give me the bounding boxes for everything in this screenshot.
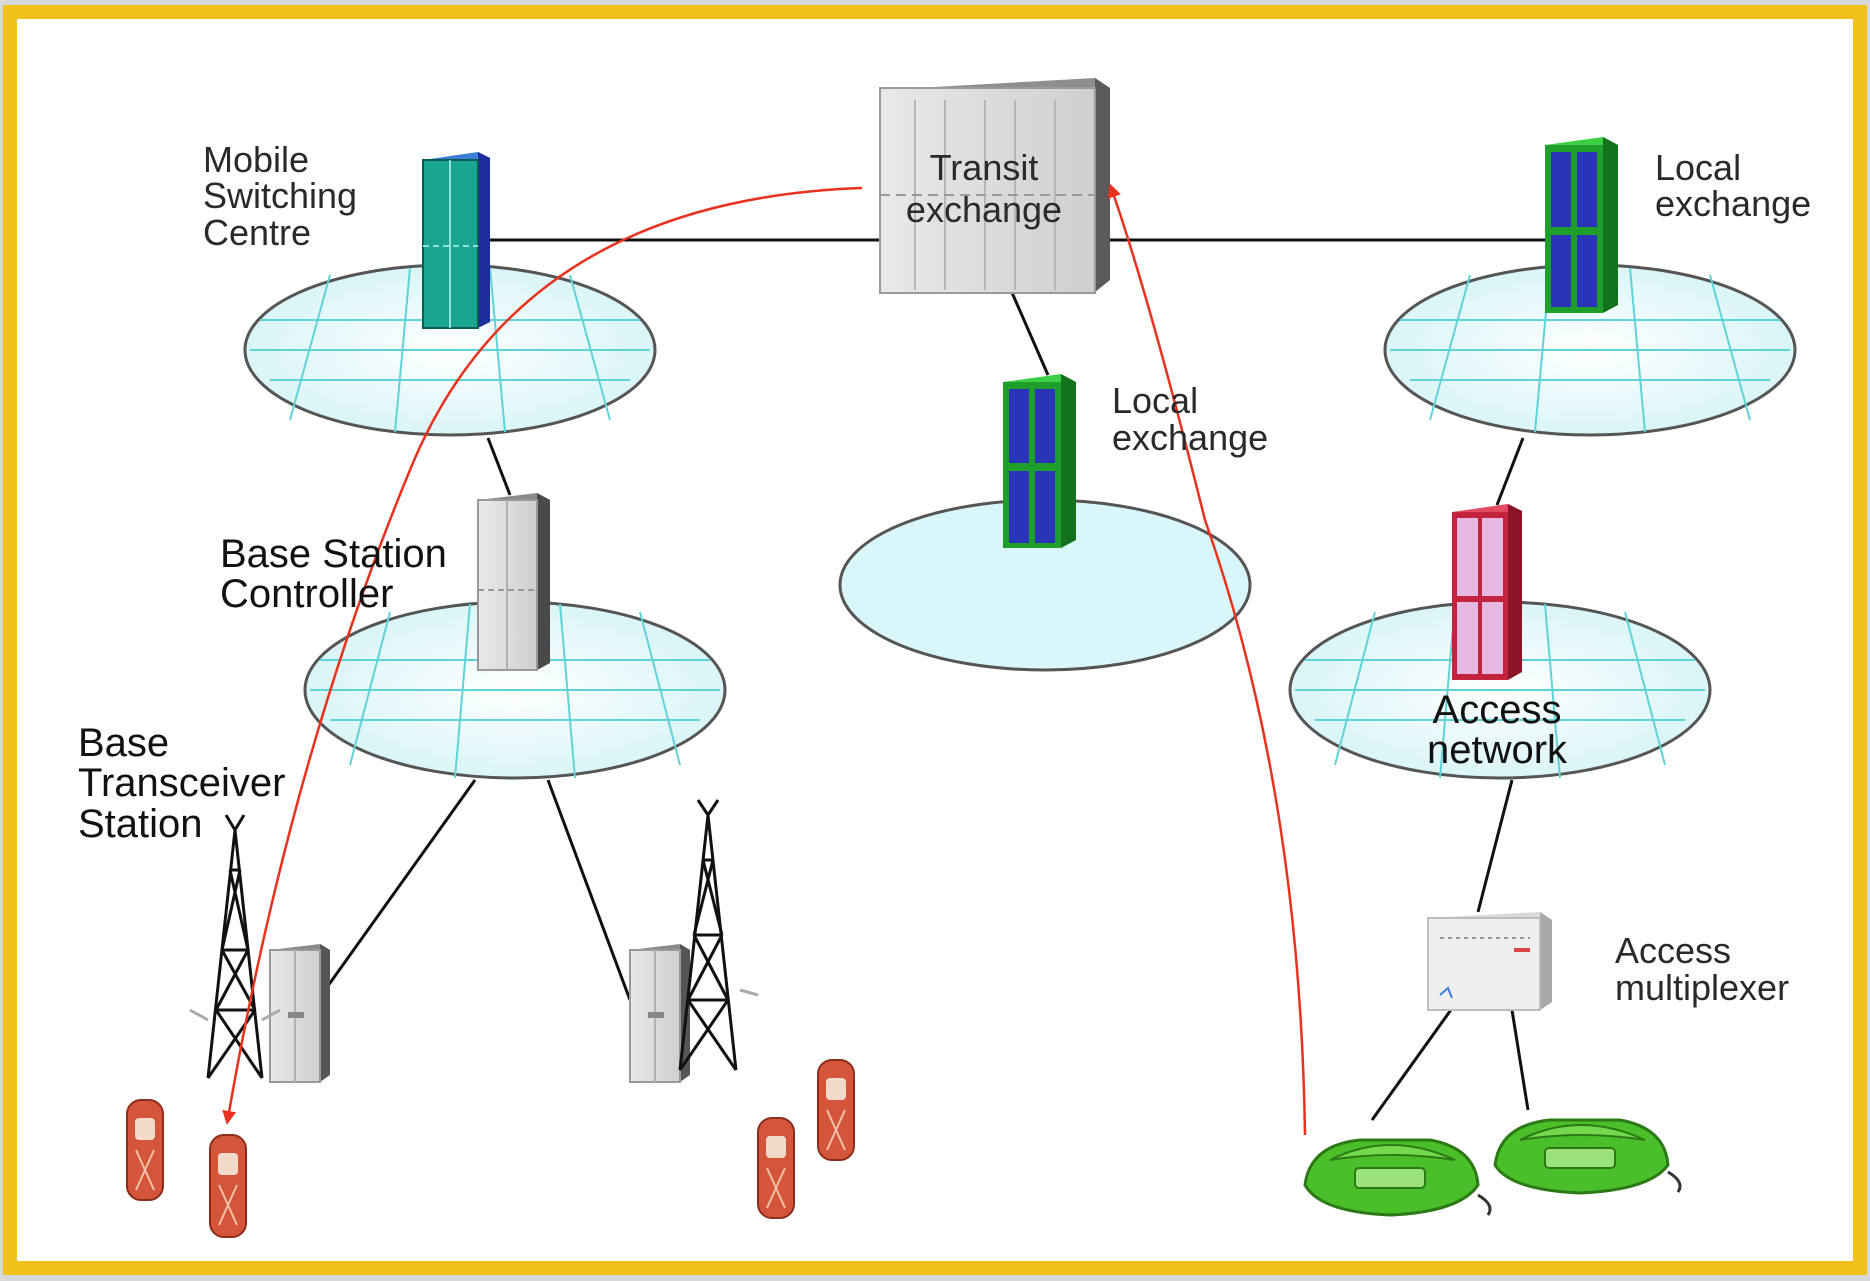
svg-text:Local: Local xyxy=(1112,380,1198,421)
svg-text:Switching: Switching xyxy=(203,175,357,216)
svg-text:Transit: Transit xyxy=(930,147,1039,188)
mobile-phone-icon xyxy=(817,1059,855,1161)
transit-exchange-label: Transit exchange xyxy=(906,147,1062,230)
svg-text:Base: Base xyxy=(78,721,169,765)
disc-msc xyxy=(243,263,657,437)
local-exchange-middle-cabinet-icon xyxy=(1003,374,1076,548)
bsc-label: Base Station Controller xyxy=(220,532,447,616)
svg-text:Access: Access xyxy=(1433,688,1562,732)
mobile-phone-icon xyxy=(757,1117,795,1219)
access-multiplexer-icon xyxy=(1427,912,1552,1011)
access-network-label: Access network xyxy=(1427,688,1568,772)
antenna-tower-left-icon xyxy=(189,814,281,1079)
mobile-phone-icon xyxy=(126,1099,164,1201)
mobile-phone-icon xyxy=(209,1134,247,1238)
bts-right-cabinet-icon xyxy=(629,944,690,1083)
disc-bsc xyxy=(303,600,727,780)
antenna-tower-right-icon xyxy=(678,799,759,1071)
desk-phone-icon xyxy=(1493,1118,1682,1195)
local-exchange-right-label: Local exchange xyxy=(1655,147,1811,224)
disc-local-exchange-right xyxy=(1383,263,1797,437)
transit-exchange-icon xyxy=(879,78,1110,294)
svg-text:Local: Local xyxy=(1655,147,1741,188)
svg-text:Base Station: Base Station xyxy=(220,532,447,576)
svg-text:exchange: exchange xyxy=(906,189,1062,230)
svg-text:Station: Station xyxy=(78,802,203,846)
signal-path-from-fixed xyxy=(1107,183,1307,1136)
svg-text:network: network xyxy=(1427,728,1568,772)
msc-label: Mobile Switching Centre xyxy=(203,139,357,253)
svg-text:Controller: Controller xyxy=(220,572,393,616)
bts-label: Base Transceiver Station xyxy=(78,721,285,846)
signal-path-to-mobile xyxy=(222,186,863,1125)
svg-text:Mobile: Mobile xyxy=(203,139,309,180)
links xyxy=(323,238,1545,1121)
local-exchange-middle-label: Local exchange xyxy=(1112,380,1268,458)
bsc-cabinet-icon xyxy=(477,493,550,671)
svg-text:exchange: exchange xyxy=(1112,417,1268,458)
access-multiplexer-label: Access multiplexer xyxy=(1615,930,1789,1008)
desk-phone-icon xyxy=(1303,1138,1492,1217)
signal-path xyxy=(222,183,1307,1136)
access-network-cabinet-icon xyxy=(1452,504,1522,680)
svg-text:Access: Access xyxy=(1615,930,1731,971)
local-exchange-right-cabinet-icon xyxy=(1545,137,1618,313)
svg-text:Centre: Centre xyxy=(203,212,311,253)
svg-text:multiplexer: multiplexer xyxy=(1615,967,1789,1008)
bts-left-cabinet-icon xyxy=(269,944,330,1083)
svg-text:Transceiver: Transceiver xyxy=(78,761,285,805)
svg-text:exchange: exchange xyxy=(1655,183,1811,224)
msc-cabinet-icon xyxy=(422,152,490,329)
